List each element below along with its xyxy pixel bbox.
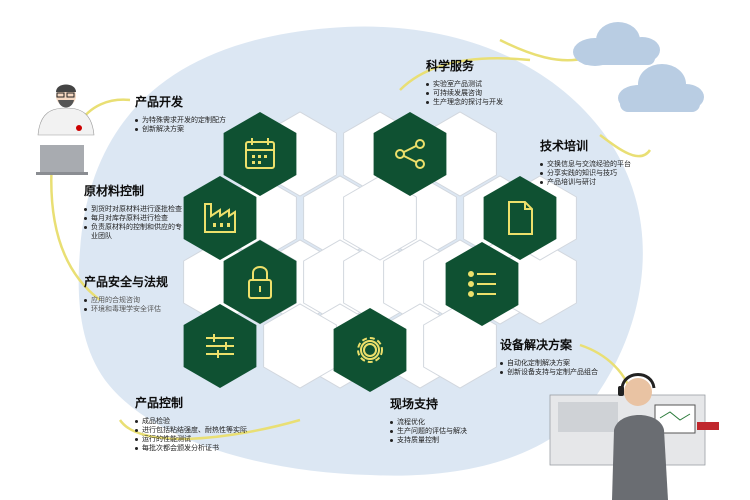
section-product-control: 产品控制 成品检验 进行包括粘结强度、耐热性等实际 运行的性能测试 每批次都会颁…	[135, 394, 275, 453]
list-item: 支持质量控制	[390, 436, 510, 445]
list-icon	[468, 271, 496, 297]
section-title: 原材料控制	[84, 184, 145, 198]
gear-icon	[357, 337, 383, 363]
hex-tile-gear	[333, 308, 407, 392]
list-item: 生产理念的探讨与开发	[426, 98, 536, 107]
section-title: 设备解决方案	[500, 338, 573, 352]
sliders-icon	[206, 334, 234, 358]
list-item: 可持续发展咨询	[426, 89, 536, 98]
section-list: 实验室产品测试 可持续发展咨询 生产理念的探讨与开发	[426, 80, 536, 107]
hex-tile-document	[483, 176, 557, 260]
list-item: 每批次都会颁发分析证书	[135, 444, 275, 453]
list-item: 创新设备支持与定制产品组合	[500, 368, 630, 377]
section-title: 产品控制	[135, 396, 184, 410]
section-list: 为特殊需求开发的定制配方 创新解决方案	[135, 116, 255, 134]
section-title: 现场支持	[390, 397, 439, 411]
section-list: 成品检验 进行包括粘结强度、耐热性等实际 运行的性能测试 每批次都会颁发分析证书	[135, 417, 275, 453]
list-item: 进行包括粘结强度、耐热性等实际	[135, 426, 275, 435]
factory-icon	[204, 203, 236, 233]
section-title: 科学服务	[426, 59, 475, 73]
list-item: 为特殊需求开发的定制配方	[135, 116, 255, 125]
cloud-icon	[573, 22, 704, 112]
section-list: 到货时对原材料进行逐批检查 每月对库存原料进行检查 负责原材料的控制和供应的专业…	[84, 205, 184, 241]
list-item: 产品培训与研讨	[540, 178, 660, 187]
hex-tile-calendar	[223, 112, 297, 196]
share-icon	[395, 139, 425, 169]
list-item: 运行的性能测试	[135, 435, 275, 444]
hex-tile-lock	[223, 240, 297, 324]
scientist-icon	[36, 84, 95, 175]
list-item: 到货时对原材料进行逐批检查	[84, 205, 184, 214]
section-title: 产品开发	[135, 95, 184, 109]
hex-tile-share	[373, 112, 447, 196]
hex-tile-factory	[183, 176, 257, 260]
section-list: 交换信息与交流经验的平台 分享实践的知识与技巧 产品培训与研讨	[540, 160, 660, 187]
operator-icon	[549, 373, 719, 500]
list-item: 流程优化	[390, 418, 510, 427]
section-technical-training: 技术培训 交换信息与交流经验的平台 分享实践的知识与技巧 产品培训与研讨	[540, 137, 660, 187]
hex-tile-list	[445, 242, 519, 326]
section-equipment-solutions: 设备解决方案 自动化定制解决方案 创新设备支持与定制产品组合	[500, 336, 630, 377]
hex-grid	[183, 111, 577, 392]
list-item: 应用的合规咨询	[84, 296, 204, 305]
list-item: 环境和毒理学安全评估	[84, 305, 204, 314]
section-list: 自动化定制解决方案 创新设备支持与定制产品组合	[500, 359, 630, 377]
calendar-icon	[245, 138, 275, 169]
list-item: 自动化定制解决方案	[500, 359, 630, 368]
laptop-icon	[36, 145, 88, 175]
section-title: 技术培训	[540, 139, 589, 153]
section-product-development: 产品开发 为特殊需求开发的定制配方 创新解决方案	[135, 93, 255, 134]
list-item: 每月对库存原料进行检查	[84, 214, 184, 223]
list-item: 负责原材料的控制和供应的专业团队	[84, 223, 184, 241]
lock-icon	[248, 266, 272, 299]
section-list: 流程优化 生产问题的评估与解决 支持质量控制	[390, 418, 510, 445]
section-onsite-support: 现场支持 流程优化 生产问题的评估与解决 支持质量控制	[390, 395, 510, 445]
section-science-services: 科学服务 实验室产品测试 可持续发展咨询 生产理念的探讨与开发	[426, 57, 536, 107]
document-icon	[508, 201, 533, 235]
section-product-safety: 产品安全与法规 应用的合规咨询 环境和毒理学安全评估	[84, 273, 204, 314]
section-title: 产品安全与法规	[84, 275, 169, 289]
list-item: 生产问题的评估与解决	[390, 427, 510, 436]
list-item: 交换信息与交流经验的平台	[540, 160, 660, 169]
section-raw-material-control: 原材料控制 到货时对原材料进行逐批检查 每月对库存原料进行检查 负责原材料的控制…	[84, 182, 184, 241]
list-item: 实验室产品测试	[426, 80, 536, 89]
section-list: 应用的合规咨询 环境和毒理学安全评估	[84, 296, 204, 314]
list-item: 成品检验	[135, 417, 275, 426]
hex-tile-sliders	[183, 304, 257, 388]
list-item: 创新解决方案	[135, 125, 255, 134]
list-item: 分享实践的知识与技巧	[540, 169, 660, 178]
